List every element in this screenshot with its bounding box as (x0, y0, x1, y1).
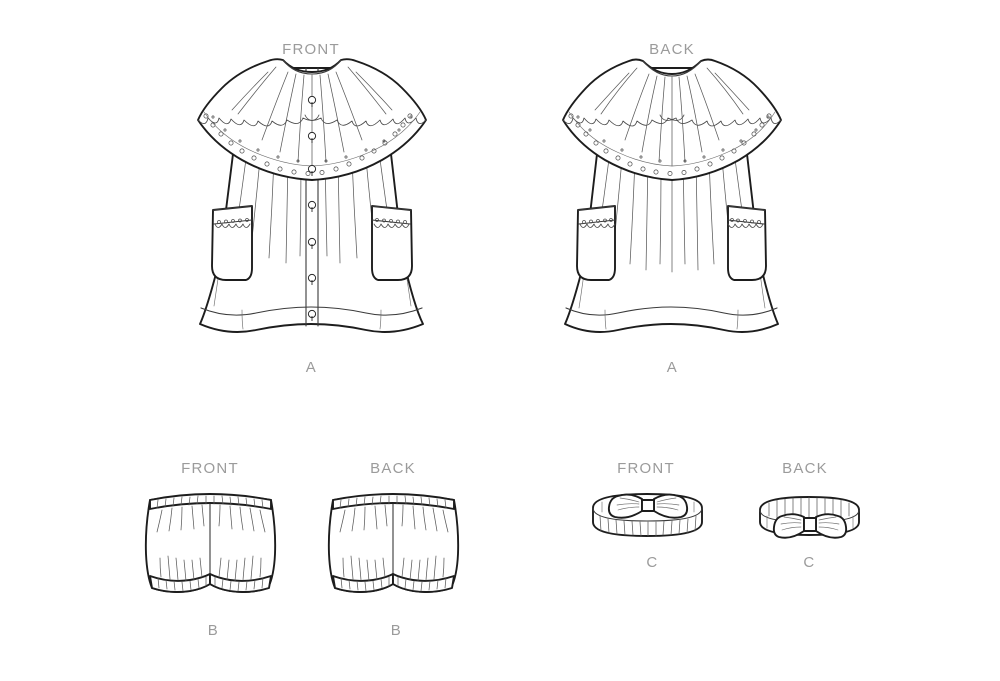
bloomers-back-drawing (327, 493, 460, 593)
headband-front-piece-label: C (646, 554, 658, 571)
bloomers-front-piece-label: B (207, 622, 219, 639)
dress-back-figure (545, 58, 800, 348)
headband-front-view-label: FRONT (617, 460, 675, 477)
bloomers-back-figure (323, 488, 468, 613)
dress-front-view-label: FRONT (282, 41, 340, 58)
headband-back-view-label: BACK (782, 460, 828, 477)
bloomers-front-view-label: FRONT (181, 460, 239, 477)
headband-back-drawing (759, 496, 860, 539)
button-group (307, 95, 317, 321)
dress-back-drawing (562, 58, 782, 333)
headband-back-figure (755, 490, 865, 548)
dress-front-drawing (197, 58, 427, 333)
dress-front-piece-label: A (305, 359, 317, 376)
bloomers-back-piece-label: B (390, 622, 402, 639)
bloomers-back-view-label: BACK (370, 460, 416, 477)
headband-front-drawing (592, 493, 703, 537)
dress-back-view-label: BACK (649, 41, 695, 58)
bloomers-front-figure (140, 488, 285, 613)
dress-back-piece-label: A (666, 359, 678, 376)
bloomers-front-drawing (144, 493, 277, 593)
headband-front-figure (588, 486, 708, 546)
headband-back-piece-label: C (803, 554, 815, 571)
dress-front-figure (180, 58, 445, 348)
